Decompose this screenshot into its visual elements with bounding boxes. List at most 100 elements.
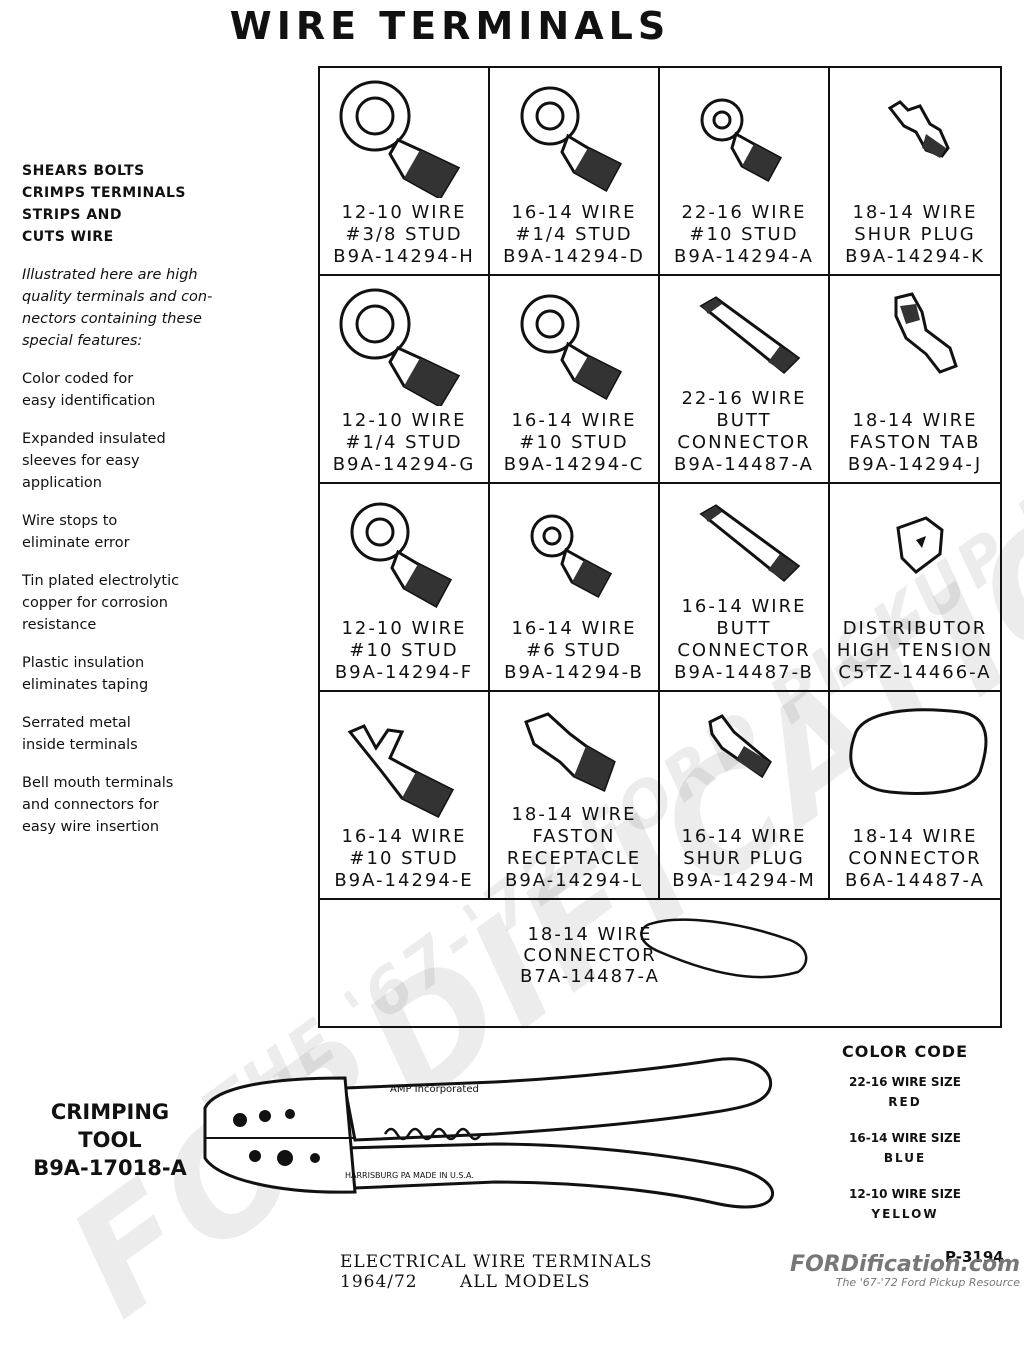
faston-receptacle-icon bbox=[524, 712, 616, 793]
footer-title: ELECTRICAL WIRE TERMINALS bbox=[340, 1252, 653, 1272]
intro-line: quality terminals and con- bbox=[22, 289, 213, 305]
feature-line: application bbox=[22, 475, 102, 491]
features-sidebar: SHEARS BOLTS CRIMPS TERMINALS STRIPS AND… bbox=[22, 160, 222, 838]
terminal-label-line: C5TZ-14466-A bbox=[838, 662, 992, 683]
color-code-title: COLOR CODE bbox=[841, 1042, 968, 1061]
butt-connector-icon bbox=[699, 504, 801, 583]
terminal-label-line: DISTRIBUTOR bbox=[842, 618, 988, 639]
shur-plug-male-icon bbox=[708, 714, 772, 779]
ring-terminal-small-icon bbox=[700, 98, 783, 183]
terminal-label-line: B9A-14294-D bbox=[503, 246, 645, 267]
feature-item: Wire stops to eliminate error bbox=[22, 510, 222, 554]
crimping-tool-label: CRIMPING TOOL B9A-17018-A bbox=[30, 1098, 190, 1182]
tool-label-line: TOOL bbox=[78, 1128, 142, 1152]
feature-line: and connectors for bbox=[22, 797, 159, 813]
distributor-terminal-icon bbox=[896, 516, 944, 574]
feature-line: easy identification bbox=[22, 393, 156, 409]
feature-line: Serrated metal bbox=[22, 715, 131, 731]
ring-terminal-icon bbox=[520, 294, 623, 401]
terminal-label-line: 12-10 WIRE bbox=[341, 410, 467, 431]
terminal-label-line: 16-14 WIRE bbox=[511, 202, 637, 223]
feature-item: Serrated metal inside terminals bbox=[22, 712, 222, 756]
terminal-label: 18-14 WIRE CONNECTOR B7A-14487-A bbox=[470, 924, 710, 987]
site-tagline: The '67-'72 Ford Pickup Resource bbox=[835, 1276, 1020, 1289]
terminal-label-line: 16-14 WIRE bbox=[511, 618, 637, 639]
butt-connector-icon bbox=[699, 296, 801, 375]
ring-terminal-small-icon bbox=[530, 514, 613, 599]
terminal-label-line: 18-14 WIRE bbox=[527, 924, 653, 945]
terminal-label-line: 12-10 WIRE bbox=[341, 618, 467, 639]
ring-terminal-icon bbox=[520, 86, 623, 193]
terminal-label-line: B9A-14294-H bbox=[333, 246, 475, 267]
terminal-label-line: 18-14 WIRE bbox=[511, 804, 637, 825]
feature-line: copper for corrosion bbox=[22, 595, 168, 611]
shur-plug-icon bbox=[887, 100, 950, 158]
terminal-label-line: 16-14 WIRE bbox=[681, 826, 807, 847]
feature-line: Expanded insulated bbox=[22, 431, 166, 447]
color-code: COLOR CODE 22-16 WIRE SIZE RED 16-14 WIR… bbox=[820, 1042, 990, 1221]
terminal-label-line: CONNECTOR bbox=[523, 945, 657, 966]
feature-item: Expanded insulated sleeves for easy appl… bbox=[22, 428, 222, 494]
terminal-grid: 18-14 WIRE CONNECTOR B7A-14487-A 12-10 W… bbox=[318, 66, 1002, 1028]
terminal-label-line: 18-14 WIRE bbox=[852, 826, 978, 847]
terminal-label-line: RECEPTACLE bbox=[506, 848, 642, 869]
terminal-label-line: 16-14 WIRE bbox=[681, 596, 807, 617]
terminal-label-line: 16-14 WIRE bbox=[511, 410, 637, 431]
feature-line: Plastic insulation bbox=[22, 655, 145, 671]
tube-connector-icon bbox=[640, 918, 808, 979]
headline-line: SHEARS BOLTS bbox=[22, 163, 145, 179]
terminal-label-line: 18-14 WIRE bbox=[852, 202, 978, 223]
headline-line: CRIMPS TERMINALS bbox=[22, 185, 187, 201]
page-title: WIRE TERMINALS bbox=[229, 4, 671, 48]
terminal-label-line: B6A-14487-A bbox=[845, 870, 985, 891]
terminal-label-line: #6 STUD bbox=[526, 640, 622, 661]
feature-line: eliminates taping bbox=[22, 677, 149, 693]
terminal-label-line: #10 STUD bbox=[349, 848, 459, 869]
headline-line: STRIPS AND bbox=[22, 207, 123, 223]
terminal-label-line: CONNECTOR bbox=[848, 848, 982, 869]
color-code-size: 22-16 WIRE SIZE bbox=[849, 1075, 961, 1089]
terminal-label-line: 22-16 WIRE bbox=[681, 388, 807, 409]
terminal-label-line: B7A-14487-A bbox=[520, 966, 660, 987]
terminal-label-line: B9A-14294-A bbox=[674, 246, 814, 267]
footer-models: ALL MODELS bbox=[460, 1272, 591, 1292]
terminal-label-line: B9A-14294-E bbox=[334, 870, 474, 891]
terminal-label-line: B9A-14294-F bbox=[334, 662, 474, 683]
terminal-label-line: 12-10 WIRE bbox=[341, 202, 467, 223]
terminal-label-line: B9A-14294-L bbox=[505, 870, 643, 891]
terminal-label-line: B9A-14487-A bbox=[674, 454, 814, 475]
feature-item: Tin plated electrolytic copper for corro… bbox=[22, 570, 222, 636]
oval-connector-icon bbox=[849, 708, 988, 795]
footer-years-line: 1964/72 ALL MODELS bbox=[340, 1272, 640, 1292]
terminal-label-line: 16-14 WIRE bbox=[341, 826, 467, 847]
intro-line: nectors containing these bbox=[22, 311, 202, 327]
ring-terminal-large-icon bbox=[339, 288, 461, 406]
terminal-label-line: BUTT bbox=[716, 618, 772, 639]
feature-line: Bell mouth terminals bbox=[22, 775, 174, 791]
footer-years: 1964/72 bbox=[340, 1272, 418, 1292]
